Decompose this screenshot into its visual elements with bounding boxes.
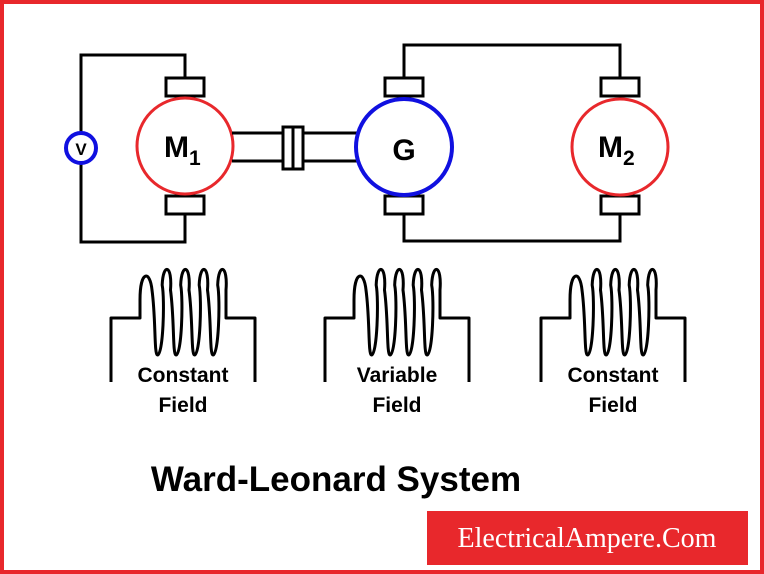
field-coil-2 <box>323 268 471 382</box>
shaft-coupling <box>232 125 358 171</box>
generator: G <box>354 76 454 216</box>
voltmeter-circuit <box>79 53 187 244</box>
generator-bottom-brush <box>383 194 425 216</box>
motor-2: M2 <box>570 76 670 216</box>
field-labels: Constant Field Variable Field Constant F… <box>138 364 659 417</box>
field-2-label-line1: Variable <box>357 364 438 387</box>
generator-top-brush <box>383 76 425 98</box>
motor-1-top-brush <box>164 76 206 98</box>
motor-1-bottom-brush <box>164 194 206 216</box>
field-1-label-line2: Field <box>158 394 207 417</box>
brand-banner: ElectricalAmpere.Com <box>427 511 748 565</box>
field-coil-1 <box>109 268 257 382</box>
motor-1-armature <box>135 96 235 196</box>
field-1-label-line1: Constant <box>138 364 229 387</box>
field-coils <box>109 268 687 382</box>
generator-armature <box>354 97 454 197</box>
voltmeter-label: V <box>75 140 87 159</box>
field-coil-3 <box>539 268 687 382</box>
field-3-label-line1: Constant <box>568 364 659 387</box>
generator-motor-loop <box>402 43 622 243</box>
motor-2-bottom-brush <box>599 194 641 216</box>
brand-text: ElectricalAmpere.Com <box>458 523 717 554</box>
motor-2-armature <box>570 97 670 197</box>
diagram-title: Ward-Leonard System <box>151 460 521 499</box>
motor-2-label: M2 <box>598 131 635 170</box>
motor-2-top-brush <box>599 76 641 98</box>
motor-1-label: M1 <box>164 131 201 170</box>
field-2-label-line2: Field <box>372 394 421 417</box>
motor-1: M1 <box>135 76 235 216</box>
generator-label: G <box>392 134 415 167</box>
voltmeter: V <box>64 131 98 165</box>
field-3-label-line2: Field <box>588 394 637 417</box>
